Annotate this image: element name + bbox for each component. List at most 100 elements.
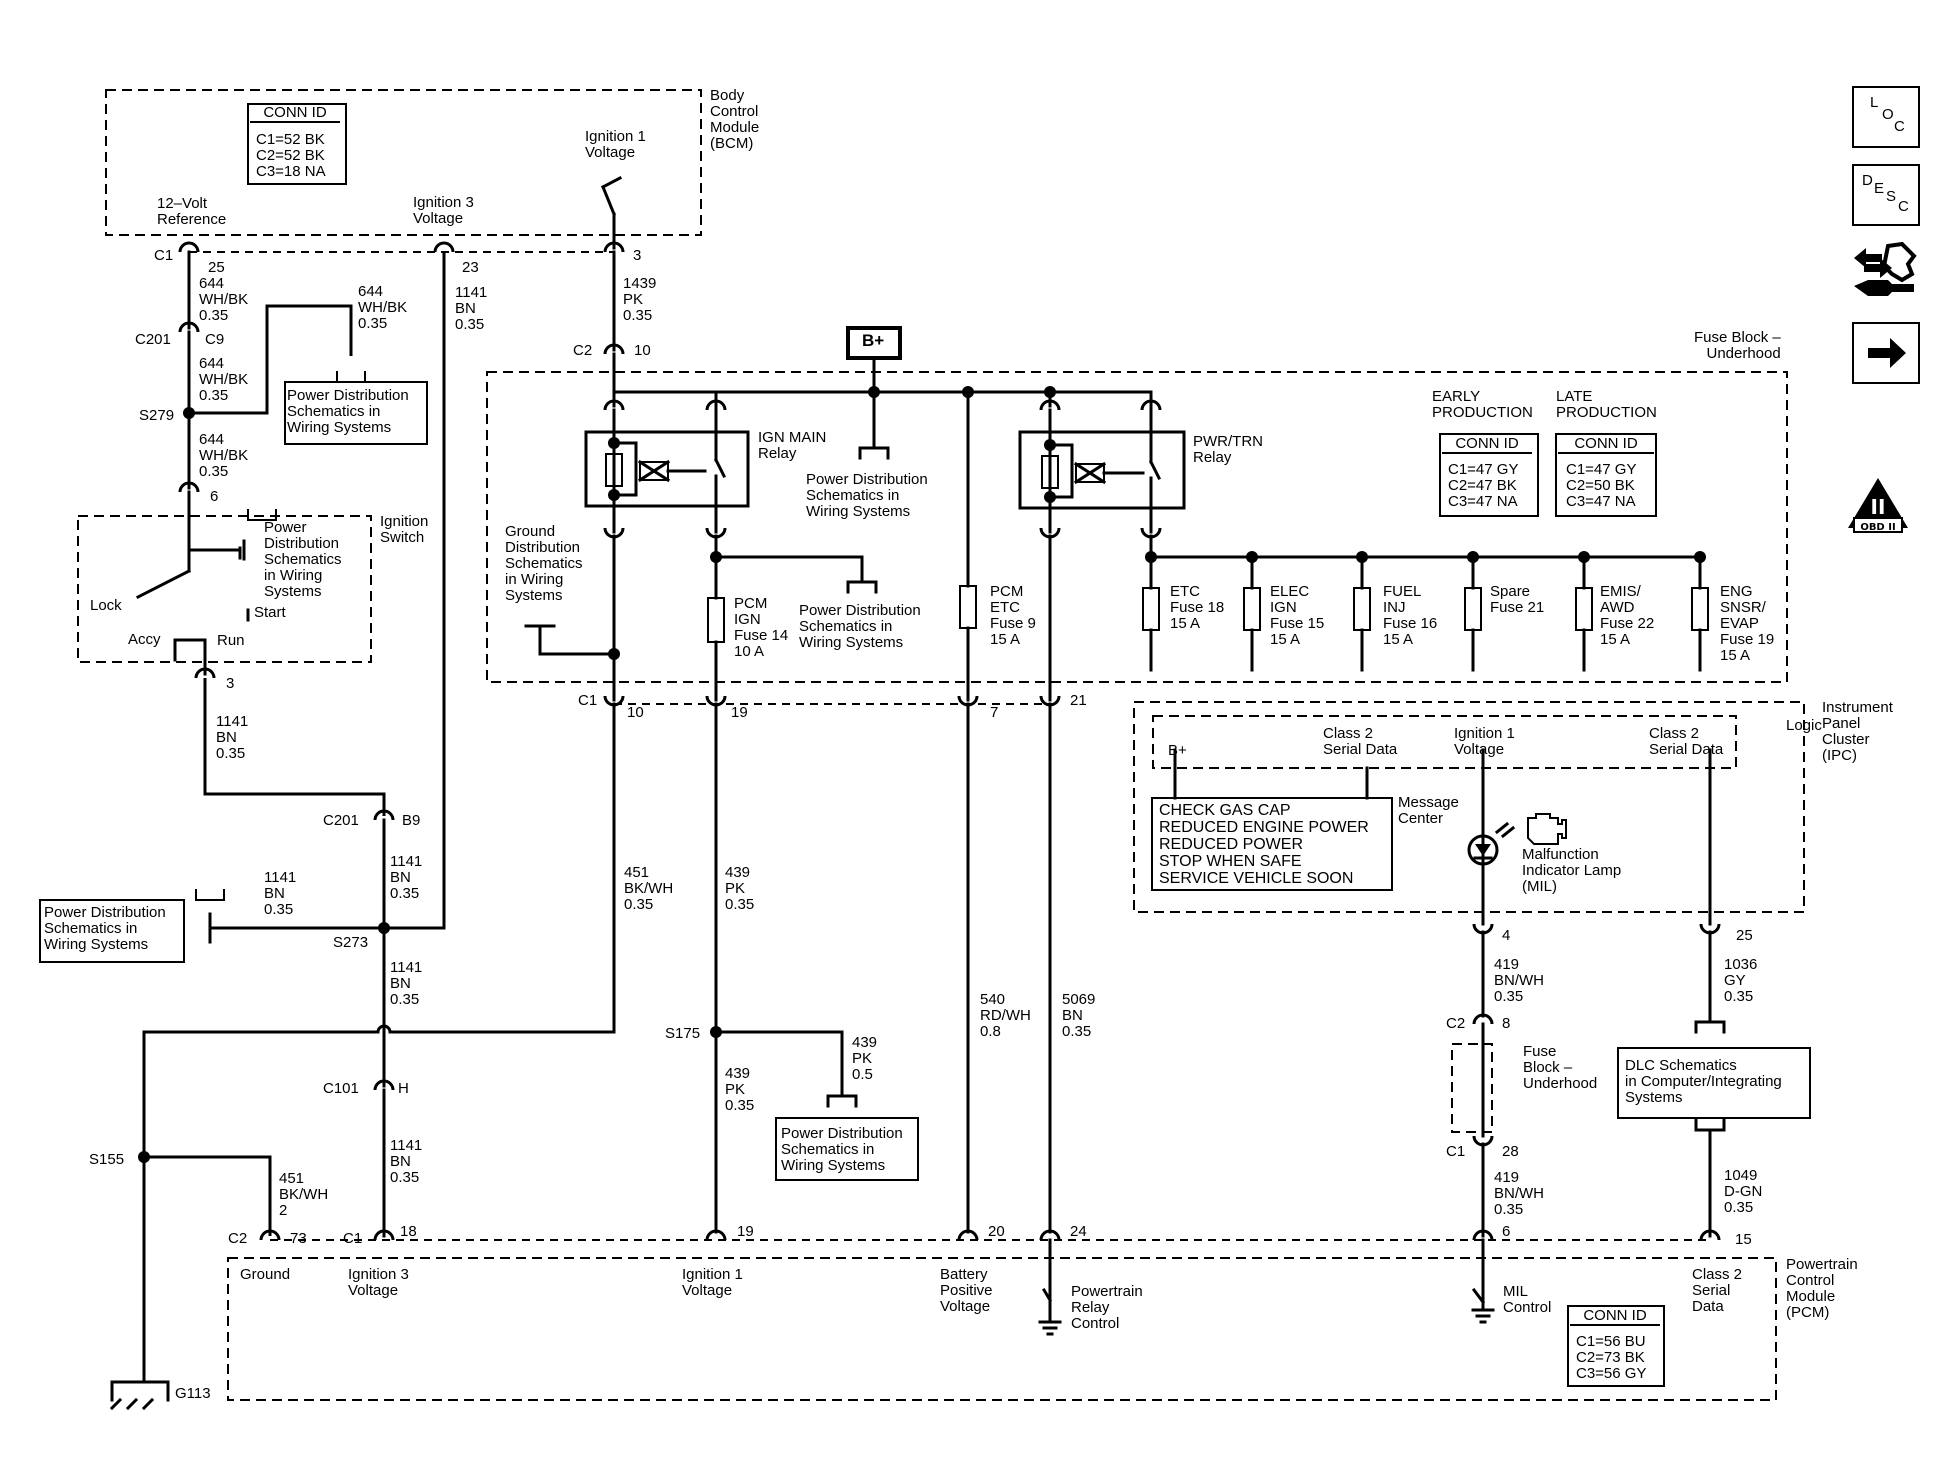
pcm-mil-control-label: MIL Control — [1503, 1283, 1552, 1316]
wire-1141-to-bcm — [384, 252, 446, 930]
pin-3-switch: 3 — [226, 675, 235, 692]
ground-g113: G113 — [175, 1385, 211, 1402]
next-arrow-icon[interactable] — [1852, 322, 1920, 384]
fuse-etc-label: ETC Fuse 18 15 A — [1170, 583, 1225, 632]
early-conn-id-title: CONN ID — [1442, 436, 1532, 454]
wrench-arrows-icon[interactable] — [1848, 240, 1920, 302]
bcm-conn-id-title: CONN ID — [250, 105, 340, 123]
g113-hatch — [125, 1397, 139, 1411]
wire-1049: 1049 D-GN 0.35 — [1724, 1167, 1763, 1216]
pin-h: H — [398, 1080, 409, 1097]
pin-24: 24 — [1070, 1223, 1087, 1240]
pcm-c1-pin19-connector — [705, 1229, 727, 1241]
obd-text: OBD II — [1860, 522, 1895, 533]
ipc-bplus-label: B+ — [1168, 742, 1187, 759]
pin-4-ipc: 4 — [1502, 927, 1511, 944]
wire-644-b: 644 WH/BK 0.35 — [358, 283, 408, 332]
lamp-icon-ray — [1494, 821, 1510, 835]
message-center-box — [1151, 797, 1393, 891]
message-center-messages: CHECK GAS CAP REDUCED ENGINE POWER REDUC… — [1159, 802, 1369, 887]
pin-6-switch: 6 — [210, 488, 219, 505]
pin-c9: C9 — [205, 331, 225, 348]
ignition-switch-outline — [77, 515, 372, 663]
pdist-s175-reference[interactable]: Power Distribution Schematics in Wiring … — [781, 1125, 903, 1174]
wire-644-a: 644 WH/BK 0.35 — [199, 275, 249, 324]
wire-451-to-pcm-ground — [144, 1155, 272, 1236]
late-conn-id-title: CONN ID — [1558, 436, 1654, 454]
wire-644-branch — [189, 304, 353, 415]
dlc-box — [1617, 1047, 1811, 1119]
pdist-left-reference[interactable]: Power Distribution Schematics in Wiring … — [44, 904, 166, 953]
fuse-block-inline-label: Fuse Block – Underhood — [1523, 1043, 1598, 1092]
ign-main-relay-label: IGN MAIN Relay — [758, 429, 827, 462]
pin-21: 21 — [1070, 692, 1087, 709]
pin-23: 23 — [462, 259, 479, 276]
dlc-reference[interactable]: DLC Schematics in Computer/Integrating S… — [1625, 1057, 1782, 1106]
loc-icon[interactable]: L O C — [1852, 86, 1920, 148]
conn-c101: C101 — [323, 1080, 359, 1097]
pin-19-pcm: 19 — [737, 1223, 754, 1240]
bcm-pin23-connector — [433, 241, 455, 253]
lamp-icon-diode — [1475, 844, 1491, 856]
wire-439-c: 439 PK 0.35 — [725, 1065, 755, 1114]
pdist-relay-reference[interactable]: Power Distribution Schematics in Wiring … — [806, 471, 928, 520]
pdist-fuse-reference[interactable]: Power Distribution Schematics in Wiring … — [799, 602, 921, 651]
ipc-logic-outline — [1152, 715, 1737, 769]
pcm-etc-fuse — [959, 585, 977, 629]
pcm-outline — [227, 1257, 1777, 1401]
pcm-conn-id-lines: C1=56 BU C2=73 BK C3=56 GY — [1576, 1333, 1647, 1382]
desc-letter-d: D — [1862, 172, 1873, 189]
wire-644-c: 644 WH/BK 0.35 — [199, 355, 249, 404]
wire-451-s155: 451 BK/WH 2 — [279, 1170, 329, 1219]
lamp-icon-ray — [1500, 825, 1516, 839]
pin-8: 8 — [1502, 1015, 1511, 1032]
pwr-trn-coil-connector — [1039, 399, 1061, 411]
switch-pin6-connector — [178, 481, 200, 493]
wire-crossover — [376, 1024, 392, 1033]
pwr-trn-contact-connector — [1140, 399, 1162, 411]
fuse-elec-ign-label: ELEC IGN Fuse 15 15 A — [1270, 583, 1325, 648]
early-conn-id-box — [1439, 433, 1539, 517]
mil-control-switch — [1471, 1287, 1486, 1305]
wire-644-d: 644 WH/BK 0.35 — [199, 431, 249, 480]
pin-10-fuse-block: 10 — [634, 342, 651, 359]
pcm-pin24-connector — [1039, 1229, 1061, 1241]
pdist-s175-box — [775, 1117, 919, 1181]
loc-letter-c: C — [1894, 118, 1905, 135]
pcm-ign-branch — [716, 555, 864, 582]
loc-letter-o: O — [1882, 106, 1894, 123]
conn-c1-pcm: C1 — [343, 1230, 363, 1247]
pdist-switch-reference[interactable]: Power Distribution Schematics in Wiring … — [264, 519, 342, 600]
pwr-trn-contact-blade — [1148, 459, 1162, 481]
switch-pin3-connector — [194, 667, 216, 679]
pdist-bcm-reference[interactable]: Power Distribution Schematics in Wiring … — [287, 387, 409, 436]
late-conn-id-box — [1555, 433, 1657, 517]
wire-1141-b9: 1141 BN 0.35 — [390, 853, 423, 902]
relay-control-switch — [1041, 1287, 1053, 1303]
bcm-c1-pin25-connector — [178, 241, 200, 253]
ign-main-coil — [605, 453, 623, 487]
g113-hatch — [141, 1397, 155, 1411]
pcm-ignition-1-label: Ignition 1 Voltage — [682, 1266, 743, 1299]
conn-c1-fuse-block: C1 — [578, 692, 598, 709]
desc-icon[interactable]: D E S C — [1852, 164, 1920, 226]
late-production-heading: LATE PRODUCTION — [1556, 388, 1657, 421]
pin-28: 28 — [1502, 1143, 1519, 1160]
ipc-class2-serial-data-a: Class 2 Serial Data — [1323, 725, 1398, 758]
pcm-c2-pin73-connector — [259, 1229, 281, 1241]
late-conn-id-lines: C1=47 GY C2=50 BK C3=47 NA — [1566, 461, 1637, 510]
pcm-conn-id-box — [1567, 1305, 1665, 1387]
conn-c1-bcm: C1 — [154, 247, 174, 264]
conn-c2-fuse-block: C2 — [573, 342, 593, 359]
ground-distribution-reference[interactable]: Ground Distribution Schematics in Wiring… — [505, 523, 583, 604]
pcm-pin6-connector — [1472, 1229, 1494, 1241]
early-conn-id-lines: C1=47 GY C2=47 BK C3=47 NA — [1448, 461, 1519, 510]
fuse-eng-snsr-label: ENG SNSR/ EVAP Fuse 19 15 A — [1720, 583, 1775, 664]
pin-3-bcm: 3 — [633, 247, 642, 264]
pcm-c1-pin18-connector — [373, 1229, 395, 1241]
ignition-switch-label: Ignition Switch — [380, 513, 429, 546]
pcm-conn-id-title: CONN ID — [1570, 1308, 1660, 1326]
pcm-class2-label: Class 2 Serial Data — [1692, 1266, 1743, 1315]
fuse-pcm-etc-label: PCM ETC Fuse 9 15 A — [990, 583, 1036, 648]
